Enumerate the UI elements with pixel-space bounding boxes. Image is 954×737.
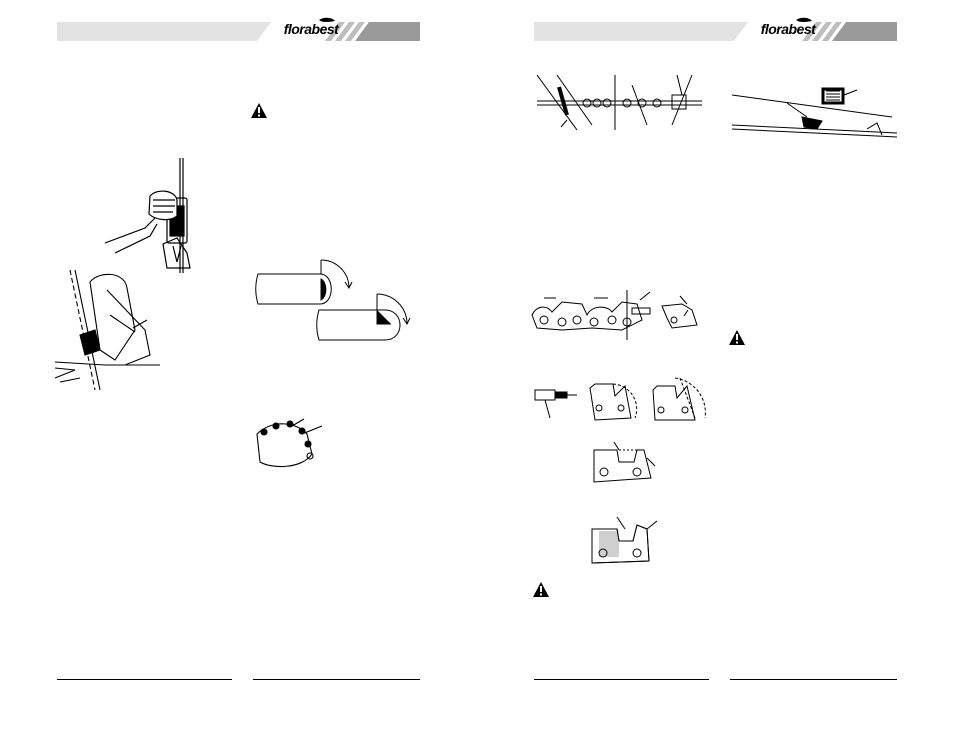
page-left: florabest	[54, 17, 420, 680]
footer-rule-left-b	[253, 679, 420, 680]
page-right: florabest	[477, 0, 954, 737]
brand-logo: florabest	[752, 17, 824, 40]
figure-drive-sprocket	[256, 418, 323, 468]
logo-leaf-icon	[319, 17, 335, 22]
header-band-light	[57, 22, 272, 41]
logo-text: florabest	[760, 21, 816, 37]
figure-chain-links	[531, 290, 698, 340]
figure-guide-bar-rails	[255, 259, 411, 341]
figure-cutter-tooth	[593, 441, 656, 483]
figure-chainsaw-cutting	[54, 269, 160, 391]
footer-rule-right-b	[730, 679, 897, 680]
figure-chain-tension-check	[104, 158, 191, 273]
figure-depth-gauge	[534, 377, 706, 421]
figure-filing-angles	[536, 74, 702, 131]
logo-text: florabest	[283, 21, 339, 37]
figure-bar-with-file	[731, 87, 898, 138]
header-band-light	[534, 22, 749, 41]
header-stripes	[257, 22, 420, 41]
logo-leaf-icon	[796, 17, 812, 22]
warning-triangle-icon	[729, 330, 745, 345]
footer-rule-right-a	[534, 679, 709, 680]
warning-triangle-icon	[533, 582, 549, 597]
brand-logo: florabest	[275, 17, 347, 40]
footer-rule-left-a	[57, 679, 232, 680]
header-stripes	[734, 22, 897, 41]
page-header-left: florabest	[57, 17, 420, 41]
page-header-right: florabest	[534, 17, 897, 41]
figure-worn-cutter	[591, 516, 658, 564]
warning-triangle-icon	[251, 103, 267, 118]
